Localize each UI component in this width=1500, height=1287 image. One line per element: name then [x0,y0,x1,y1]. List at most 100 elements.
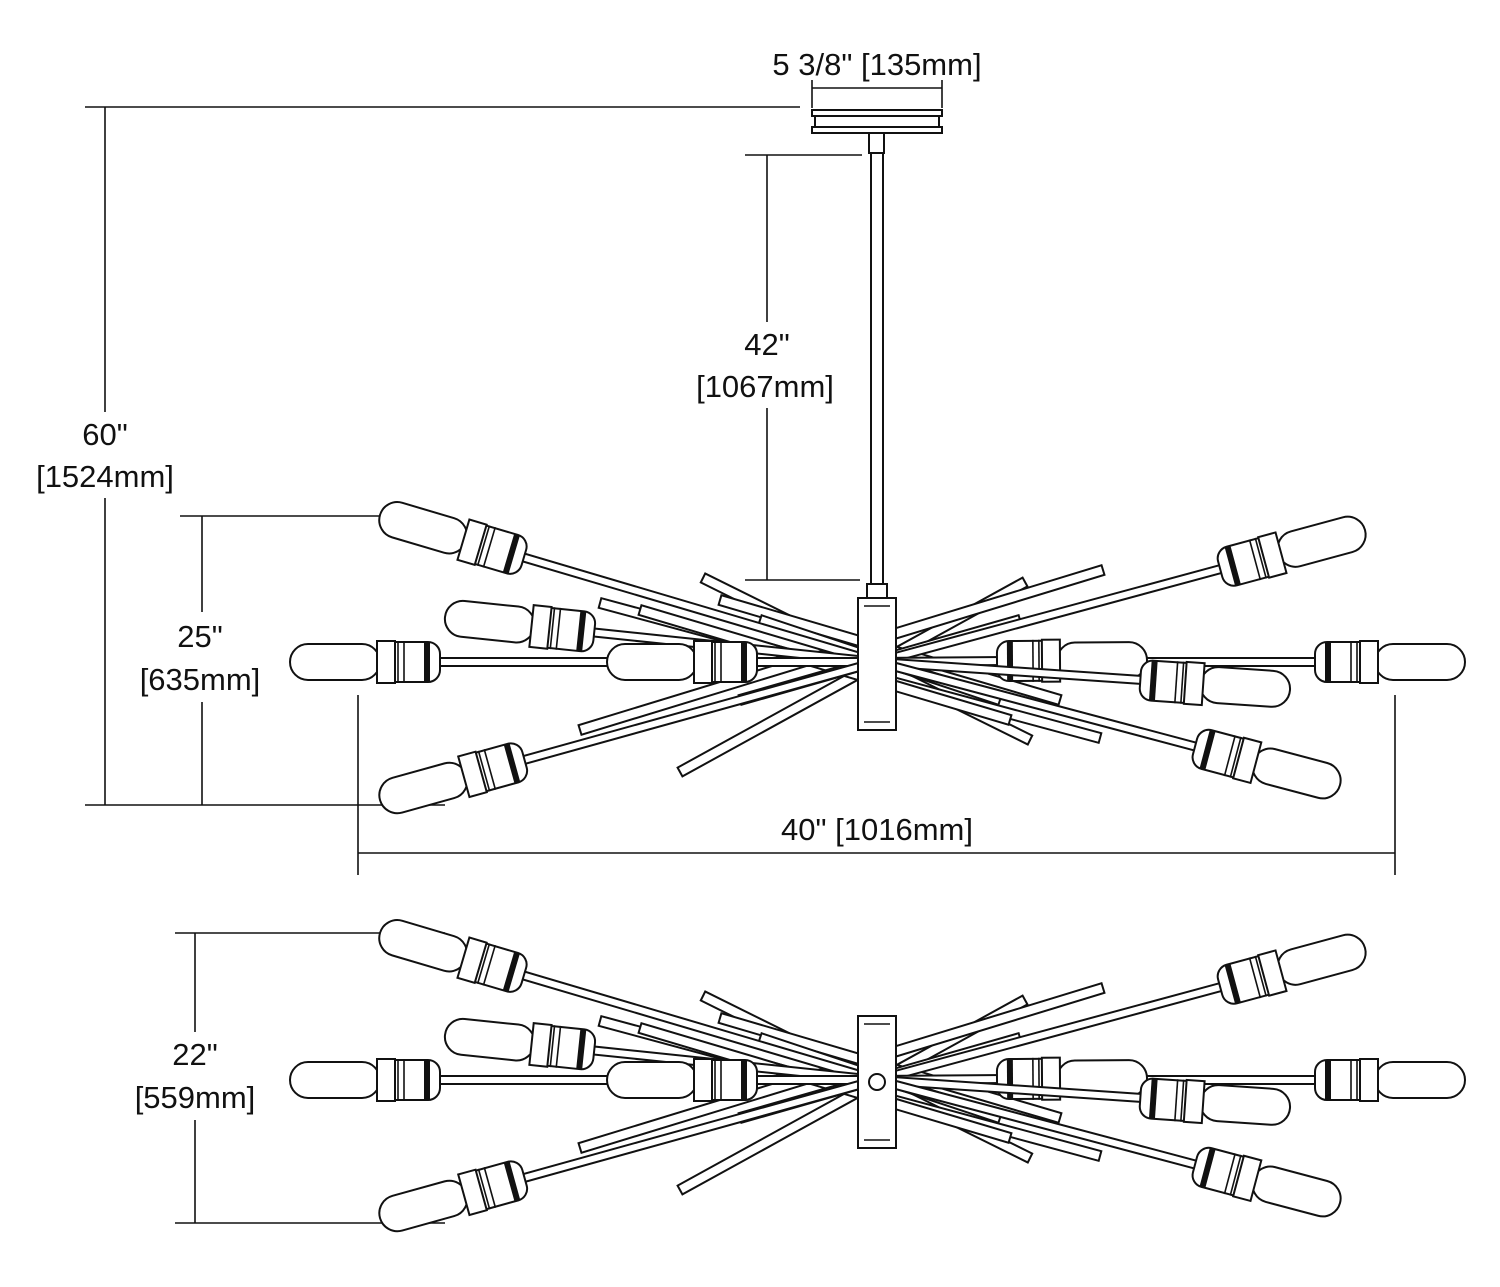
bulb [443,599,536,644]
canopy [811,109,943,154]
bulb [606,643,698,681]
socket-collar [376,640,396,684]
socket-ring [549,607,556,650]
socket-ring [476,525,491,566]
socket-band [503,743,521,784]
socket-ring [477,750,491,792]
socket-ring [549,1025,556,1068]
rod-length-mm-label: [1067mm] [696,369,834,404]
bulb [1251,747,1342,800]
lamp-arm [874,656,1342,800]
socket-band [1148,660,1158,701]
canopy-width-dimension [811,80,943,108]
bulb [443,1017,536,1062]
socket-collar [456,1168,489,1217]
socket-band [576,610,587,652]
socket-ring [1229,736,1242,778]
socket-ring [1223,1153,1236,1195]
socket-band [1325,642,1331,682]
socket-band [424,642,430,682]
bulb [289,643,381,681]
socket-collar [528,1022,553,1068]
socket-collar [1359,1058,1379,1102]
socket-collar [456,750,489,799]
socket-ring [1248,539,1262,581]
bulb [1276,933,1367,986]
lamp-arm [378,1074,880,1233]
lamp-arm [875,1074,1292,1126]
socket-ring [483,1167,497,1208]
bulb [1276,515,1367,568]
lamp-arm [378,656,880,815]
bulb [378,761,469,815]
socket-ring [1174,661,1179,704]
socket-band [424,1060,430,1100]
fixture-height-in-label: 25" [177,619,223,654]
bulb [1199,1084,1292,1126]
socket-ring [1174,1079,1179,1122]
socket-collar [1231,736,1263,785]
socket-band [502,951,520,992]
lamp-arm [606,640,878,684]
socket-collar [1359,640,1379,684]
rod-length-dimension [745,154,862,581]
bulb [378,919,469,973]
bulb [378,501,469,555]
socket-collar [1182,660,1206,707]
bulb [1374,643,1466,681]
downrod [866,152,888,599]
socket-collar [1256,531,1288,579]
socket-ring [482,526,497,568]
fixture-front-view [289,501,1466,815]
socket-band [1199,729,1216,770]
fixture-side-view [289,919,1466,1233]
socket-band [741,642,747,682]
overall-height-dimension [85,106,800,806]
socket-ring [1229,1154,1242,1196]
socket-band [1199,1147,1216,1188]
lamp-arm [606,1058,878,1102]
depth-mm-label: [559mm] [135,1080,256,1115]
fixture-width-label: 40" [1016mm] [781,812,973,847]
lamp-arm [875,656,1292,708]
socket-ring [1223,735,1236,777]
socket-ring [1254,537,1268,579]
dimension-lines [85,80,1396,1224]
socket-collar [1256,949,1288,997]
socket-collar [693,1058,713,1102]
bulb [289,1061,381,1099]
fixture-width-dimension [357,695,1396,875]
socket-ring [1180,661,1185,704]
bulb [1374,1061,1466,1099]
socket-ring [483,749,497,790]
bulb [378,1179,469,1233]
socket-ring [476,943,491,984]
socket-collar [1182,1078,1206,1125]
lamp-arm [378,919,880,1086]
socket-ring [555,607,562,650]
bulb [1199,666,1292,708]
socket-band [1325,1060,1331,1100]
overall-height-mm-label: [1524mm] [36,459,174,494]
socket-collar [693,640,713,684]
lamp-arm [874,933,1367,1086]
socket-band [502,533,520,574]
overall-height-in-label: 60" [82,417,128,452]
socket-collar [1231,1154,1263,1203]
fixture-height-mm-label: [635mm] [140,662,261,697]
socket-collar [456,936,488,985]
lamp-arm [378,501,880,668]
socket-band [576,1028,587,1070]
bulb [1251,1165,1342,1218]
socket-band [741,1060,747,1100]
socket-band [1224,545,1241,586]
bulb [606,1061,698,1099]
socket-ring [1254,955,1268,997]
socket-collar [456,518,488,567]
lamp-arm [874,1074,1342,1218]
canopy-width-label: 5 3/8" [135mm] [772,47,981,82]
center-hub [857,597,897,731]
rod-length-in-label: 42" [744,327,790,362]
